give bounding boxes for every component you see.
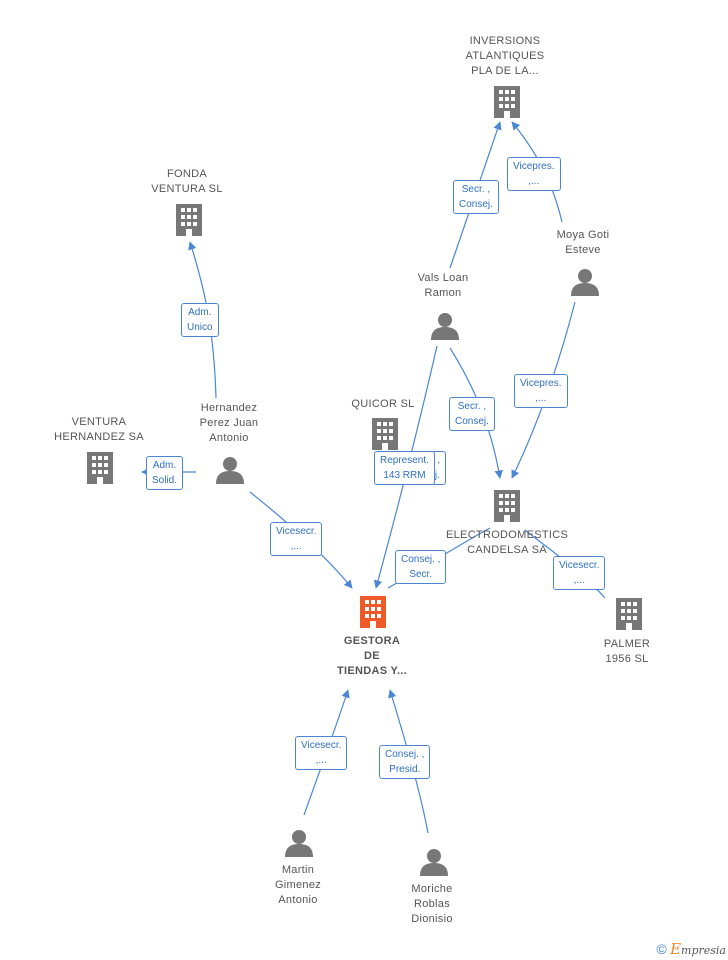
node-moriche-label[interactable]: Moriche Roblas Dionisio (411, 883, 453, 925)
vals-person-icon (431, 313, 459, 340)
brand-name: mpresia (681, 944, 726, 957)
edge-label-martin-gestora[interactable]: Vicesecr. ,... (295, 736, 348, 770)
edge-label-moya-inversions[interactable]: Vicepres. ,... (507, 157, 561, 191)
hernandez-person-icon (216, 457, 244, 484)
brand-initial: E (670, 940, 682, 958)
node-palmer-label[interactable]: PALMER 1956 SL (603, 638, 651, 665)
node-moya-label[interactable]: Moya Goti Esteve (556, 229, 610, 256)
edge-label-hernandez-gestora[interactable]: Vicesecr. ,... (270, 522, 323, 556)
edge-label-hernandez-ventura[interactable]: Adm. Solid. (146, 456, 184, 490)
gestora-building-icon (360, 596, 386, 628)
edge-label-moriche-gestora[interactable]: Consej. , Presid. (379, 745, 431, 779)
moriche-person-icon (420, 849, 448, 876)
ventura-building-icon (87, 452, 113, 484)
node-quicor-label[interactable]: QUICOR SL (351, 398, 415, 410)
node-gestora-label[interactable]: GESTORA DE TIENDAS Y... (336, 635, 408, 677)
edge-label-vals-electro[interactable]: Secr. , Consej. (449, 397, 495, 431)
inversions-building-icon (494, 86, 520, 118)
quicor-building-icon (372, 418, 398, 450)
node-hernandez-label[interactable]: Hernandez Perez Juan Antonio (199, 402, 259, 444)
node-vals-label[interactable]: Vals Loan Ramon (417, 272, 469, 299)
empresia-watermark[interactable]: © Empresia (656, 940, 726, 958)
palmer-building-icon (616, 598, 642, 630)
moya-person-icon (571, 269, 599, 296)
fonda-building-icon (176, 204, 202, 236)
electro-building-icon (494, 490, 520, 522)
node-martin-label[interactable]: Martin Gimenez Antonio (274, 864, 322, 906)
edge-label-palmer-electro[interactable]: Vicesecr. ,... (553, 556, 606, 590)
node-ventura-label[interactable]: VENTURA HERNANDEZ SA (54, 416, 144, 443)
martin-person-icon (285, 830, 313, 857)
node-inversions-label[interactable]: INVERSIONS ATLANTIQUES PLA DE LA... (465, 35, 545, 77)
edge-label-vals-inversions[interactable]: Secr. , Consej. (453, 180, 499, 214)
edge-label-vals-gestora[interactable]: Represent. 143 RRM (374, 451, 435, 485)
node-fonda-label[interactable]: FONDA VENTURA SL (151, 168, 223, 195)
edge-label-moya-electro[interactable]: Vicepres. ,... (514, 374, 568, 408)
edge-label-electro-gestora[interactable]: Consej. , Secr. (395, 550, 447, 584)
copyright-icon: © (656, 941, 667, 957)
node-electro-label[interactable]: ELECTRODOMESTICS CANDELSA SA (446, 529, 569, 556)
edge-label-hernandez-fonda[interactable]: Adm. Unico (181, 303, 219, 337)
